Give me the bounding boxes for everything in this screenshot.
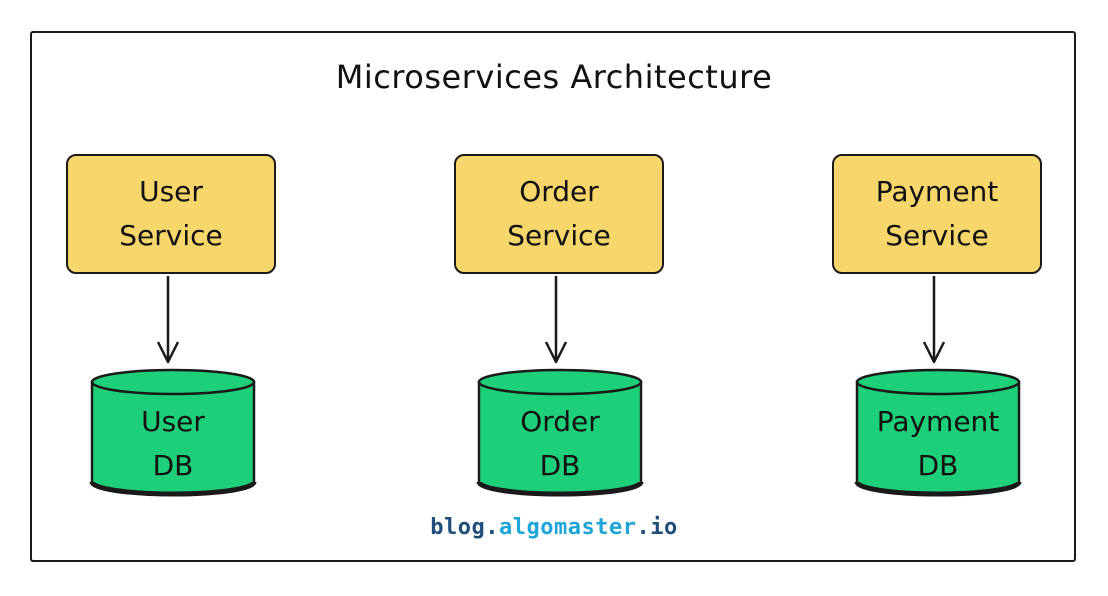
- payment-db-cylinder: [854, 368, 1022, 497]
- payment-db-label-line2: DB: [917, 449, 959, 482]
- user-db-label: User DB: [90, 400, 256, 488]
- diagram-title: Microservices Architecture: [335, 58, 773, 96]
- order-service-label-line2: Service: [507, 219, 611, 252]
- user-db-cylinder: [89, 368, 257, 497]
- watermark-part-algomaster: algomaster: [499, 515, 637, 540]
- user-service-label-line1: User: [139, 175, 203, 208]
- payment-service-box: Payment Service: [832, 154, 1042, 274]
- payment-arrow: [922, 276, 946, 364]
- user-service-label-line2: Service: [119, 219, 223, 252]
- order-db-label-line2: DB: [539, 449, 581, 482]
- order-arrow: [544, 276, 568, 364]
- user-arrow: [156, 276, 180, 364]
- payment-db-label: Payment DB: [855, 400, 1021, 488]
- order-service-label-line1: Order: [519, 175, 599, 208]
- order-db-label-line1: Order: [520, 405, 600, 438]
- watermark-part-io: .io: [636, 515, 678, 540]
- user-db-label-line2: DB: [152, 449, 194, 482]
- payment-db-label-line1: Payment: [876, 405, 1000, 438]
- payment-service-label-line1: Payment: [875, 175, 999, 208]
- watermark-link[interactable]: blog.algomaster.io: [0, 515, 1108, 540]
- user-db-label-line1: User: [141, 405, 205, 438]
- watermark-part-blog: blog.: [430, 515, 500, 540]
- order-service-box: Order Service: [454, 154, 664, 274]
- payment-service-label-line2: Service: [885, 219, 989, 252]
- order-db-label: Order DB: [477, 400, 643, 488]
- order-db-cylinder: [476, 368, 644, 497]
- user-service-box: User Service: [66, 154, 276, 274]
